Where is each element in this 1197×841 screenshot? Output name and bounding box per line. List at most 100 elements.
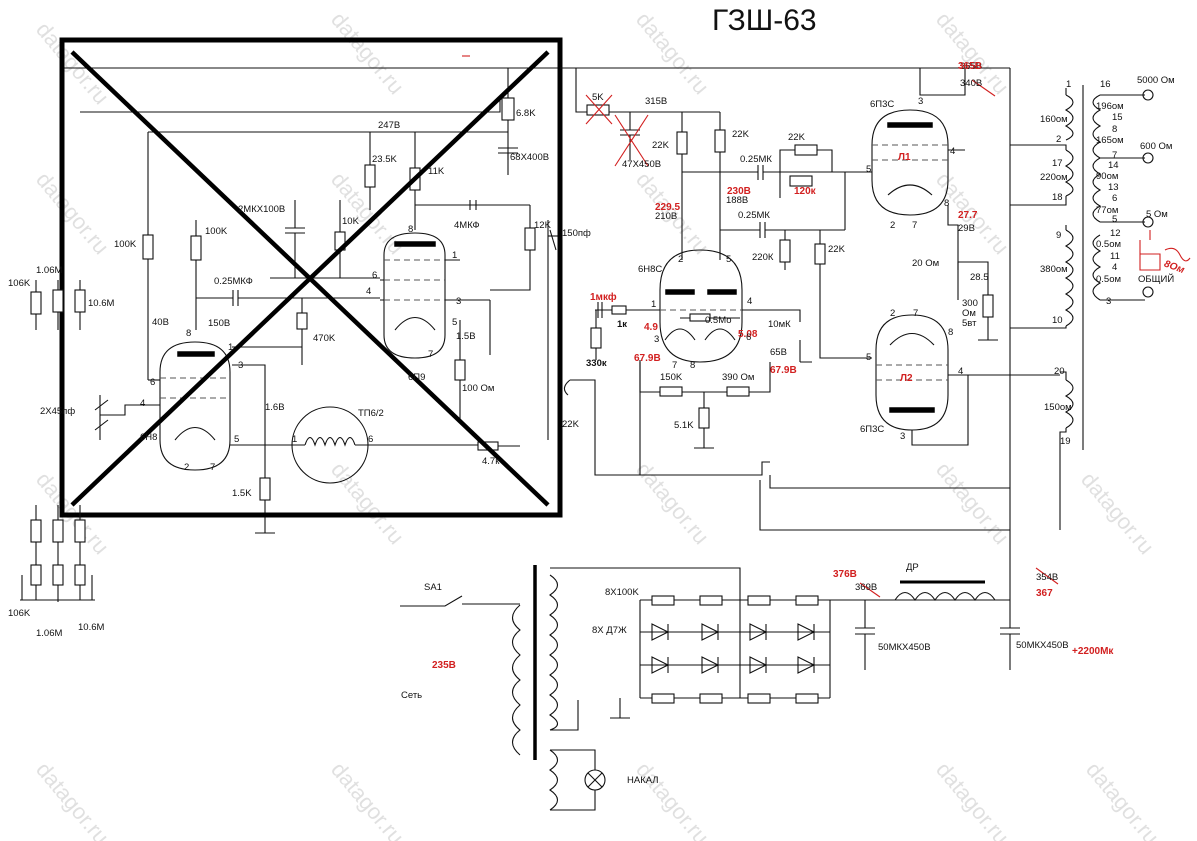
pin-label: 4	[366, 286, 371, 297]
label: 1.5K	[232, 488, 252, 499]
pin-label: 1	[292, 434, 297, 445]
voltage-red: 1мкф	[590, 291, 617, 303]
pin-label: 6	[746, 332, 751, 343]
label: 220К	[752, 252, 774, 263]
pin-label: 15	[1112, 112, 1123, 123]
pin-label: 16	[1100, 79, 1111, 90]
pin-label: 6	[372, 270, 377, 281]
output-label: ОБЩИЙ	[1138, 273, 1174, 285]
label: 165ом	[1096, 135, 1124, 146]
label: 50МКХ450В	[878, 642, 931, 653]
label: 23.5K	[372, 154, 397, 165]
pin-label: 17	[1052, 158, 1063, 169]
pin-label: 2	[184, 462, 189, 473]
label: 300	[962, 298, 978, 309]
label: 22K	[652, 140, 670, 151]
label: 330к	[586, 358, 607, 369]
voltage-red: 5.08	[738, 329, 758, 340]
label: 150K	[660, 372, 683, 383]
label: 0.25МК	[738, 210, 770, 221]
voltage-red: 229.5	[655, 202, 680, 213]
pin-label: 5	[234, 434, 239, 445]
watermark: datagor.ru	[31, 167, 114, 259]
pin-label: 11	[1110, 251, 1120, 262]
pin-label: 19	[1060, 436, 1071, 447]
tube-label: Л1	[898, 152, 911, 163]
pin-label: 6	[1112, 193, 1117, 204]
voltage-red: 365B	[958, 61, 982, 72]
label: 196ом	[1096, 101, 1124, 112]
label: 470K	[313, 333, 336, 344]
pin-label: 4	[1112, 262, 1117, 273]
pin-label: 12	[1110, 228, 1121, 239]
label: 150B	[208, 318, 230, 329]
voltage-red: 230B	[727, 186, 751, 197]
label: 106K	[8, 608, 31, 619]
output-transformer: 1 160ом 2 17 220ом 18 9 380ом 10 20 150о…	[1010, 75, 1191, 530]
label: 6.8K	[516, 108, 536, 119]
label: 8X Д7Ж	[592, 625, 627, 636]
label: 10K	[342, 216, 360, 227]
label: 1.06M	[36, 265, 62, 276]
label: SA1	[424, 582, 442, 593]
label: 47X450B	[622, 159, 661, 170]
label: 4МКФ	[454, 220, 480, 231]
pin-label: 5	[866, 164, 871, 175]
label: 0.5Мо	[705, 315, 732, 326]
pin-label: 7	[1112, 150, 1117, 161]
label: 22K	[788, 132, 806, 143]
pin-label: 1	[1066, 79, 1071, 90]
schematic-title: ГЗШ-63	[712, 4, 817, 37]
label: 6П3С	[870, 99, 894, 110]
pin-label: 8	[690, 360, 695, 371]
label: 1.5B	[456, 331, 476, 342]
voltage-red: 376B	[833, 569, 857, 580]
pin-label: 1	[651, 299, 656, 310]
driver-stage: 5K 315B 22K 22K 47X450B 0.25МК 22K 229.5…	[560, 67, 1010, 531]
pin-label: 7	[428, 349, 433, 360]
pin-label: 4	[958, 366, 963, 377]
label: 315B	[645, 96, 667, 107]
voltage-red: 27.7	[958, 210, 978, 221]
watermark: datagor.ru	[31, 17, 114, 109]
pin-label: 20	[1054, 366, 1065, 377]
label: 0.5ом	[1096, 274, 1121, 285]
input-attenuator: 106K 1.06M 10.6M	[8, 280, 104, 639]
voltage-red: 67.9B	[634, 353, 661, 364]
voltage-red: +2200Мк	[1072, 646, 1114, 657]
label: 5.1K	[674, 420, 694, 431]
label: 68X400B	[510, 152, 549, 163]
pin-label: 8	[1112, 124, 1117, 135]
label: 220ом	[1040, 172, 1068, 183]
label: 5вт	[962, 318, 977, 329]
label: 4.7к	[482, 456, 500, 467]
pin-label: 1	[228, 342, 233, 353]
watermark: datagor.ru	[631, 757, 714, 841]
label: 10.6M	[78, 622, 104, 633]
label: 160ом	[1040, 114, 1068, 125]
voltage-red: 367	[1036, 588, 1053, 599]
label: 10.6M	[88, 298, 114, 309]
pin-label: 5	[452, 317, 457, 328]
pin-label: 6	[368, 434, 373, 445]
label: 6Н8	[140, 432, 157, 443]
watermark: datagor.ru	[631, 7, 714, 99]
label: 100 Ом	[462, 383, 494, 394]
label: 0.5ом	[1096, 239, 1121, 250]
label: 1к	[617, 319, 627, 330]
pin-label: 2	[890, 308, 895, 319]
label: 188B	[726, 195, 748, 206]
label: 6П9	[408, 372, 425, 383]
output-label: 5 Ом	[1146, 209, 1168, 220]
label: 340B	[960, 78, 982, 89]
pin-label: 8	[944, 198, 949, 209]
label: 390 Ом	[722, 372, 754, 383]
pin-label: 4	[747, 296, 752, 307]
pin-label: 3	[456, 296, 461, 307]
pin-label: 6	[150, 377, 155, 388]
label: 90ом	[1096, 171, 1118, 182]
watermark: datagor.ru	[931, 457, 1014, 549]
label: 0.25МК	[740, 154, 772, 165]
label: 247B	[378, 120, 400, 131]
